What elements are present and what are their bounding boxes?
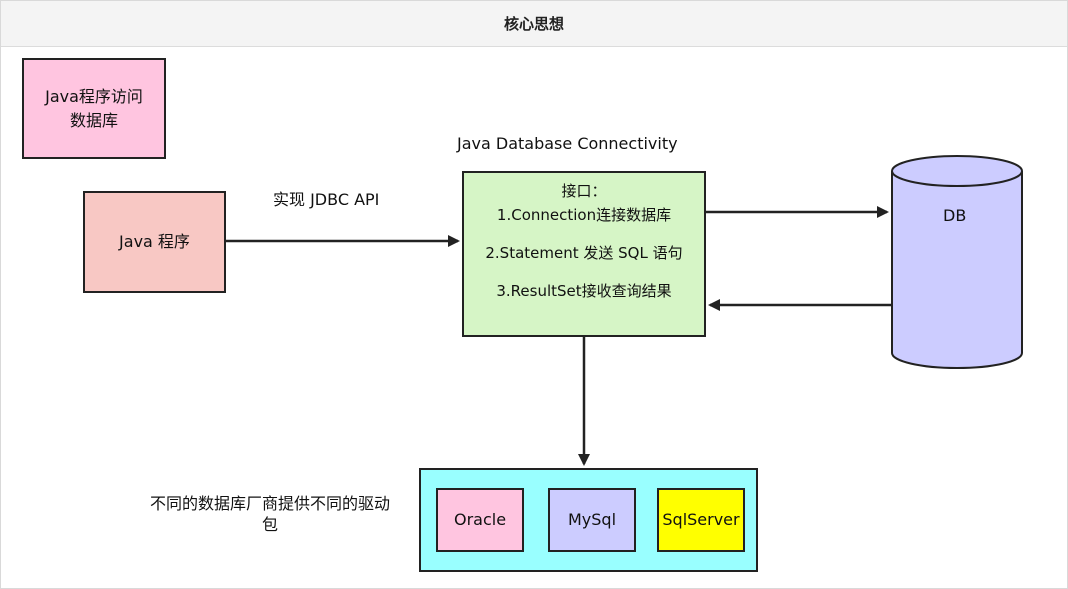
driver-sqlserver-label: SqlServer [662, 510, 740, 529]
driver-oracle: Oracle [436, 488, 524, 552]
driver-oracle-label: Oracle [453, 510, 507, 529]
drivers-note-label: 不同的数据库厂商提供不同的驱动 包 [149, 494, 390, 534]
jdbc-full-name-label: Java Database Connectivity [457, 134, 678, 153]
page-title: 核心思想 [1, 1, 1067, 47]
interface-box: 接口： 1.Connection连接数据库 2.Statement 发送 SQL… [462, 171, 706, 337]
java-program-box: Java 程序 [83, 191, 226, 293]
java-program-label: Java 程序 [119, 232, 190, 251]
interface-title: 接口： [561, 182, 607, 200]
driver-sqlserver: SqlServer [657, 488, 745, 552]
driver-mysql-label: MySql [567, 510, 617, 529]
db-access-box: Java程序访问 数据库 [22, 58, 166, 159]
implements-label: 实现 JDBC API [273, 190, 380, 209]
db-access-label: Java程序访问 数据库 [45, 86, 143, 130]
interface-item-connection: 1.Connection连接数据库 [496, 206, 672, 224]
interface-item-statement: 2.Statement 发送 SQL 语句 [485, 244, 683, 262]
interface-item-resultset: 3.ResultSet接收查询结果 [496, 282, 672, 300]
driver-mysql: MySql [548, 488, 636, 552]
database-label: DB [943, 206, 967, 225]
database-cylinder [891, 155, 1023, 369]
